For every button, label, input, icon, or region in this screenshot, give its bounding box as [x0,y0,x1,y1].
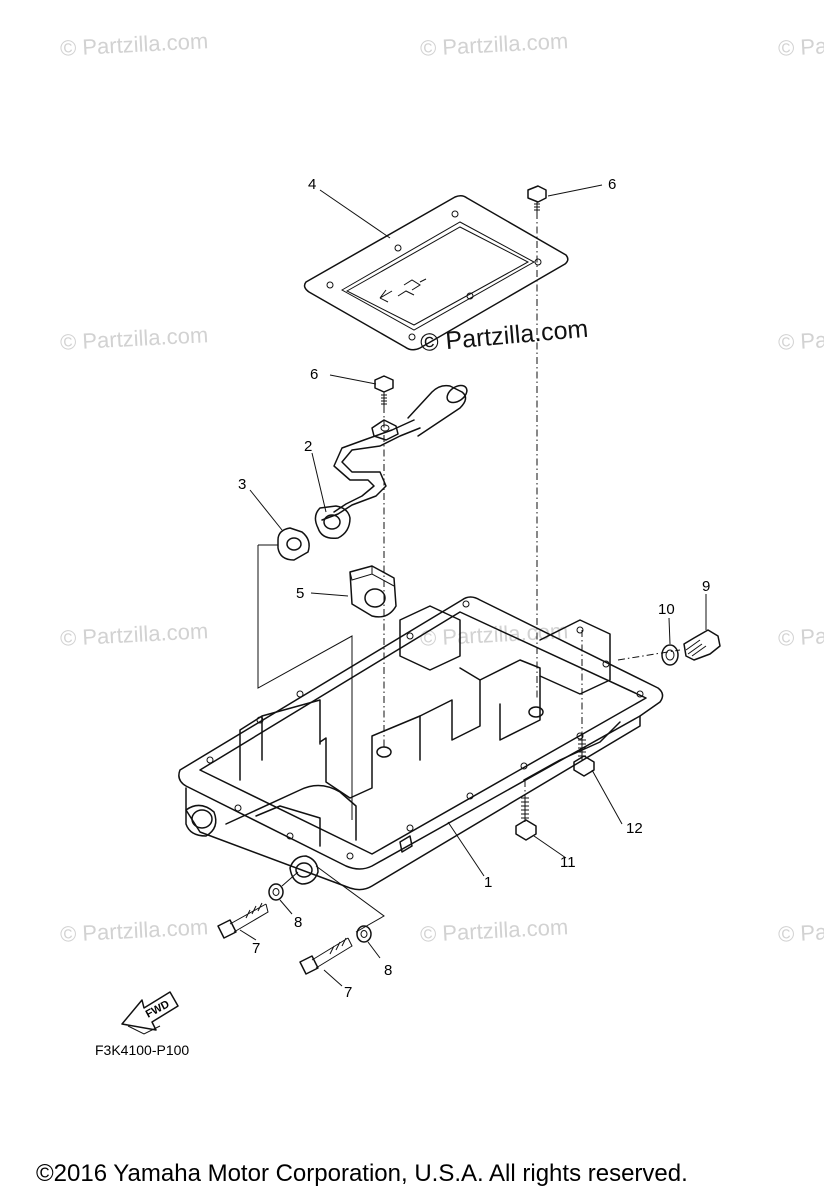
callout-10: 10 [658,601,675,618]
bolt-icon [527,185,547,212]
callout-5: 5 [296,585,305,602]
washer-icon [661,644,679,666]
oil-pipe-part [314,384,468,540]
bolt-icon [217,902,269,939]
callout-12: 12 [626,820,643,837]
callout-8-left: 8 [294,914,303,931]
callout-9: 9 [702,578,711,595]
bolt-icon [374,375,394,406]
bolt-icon [515,794,537,841]
oil-pan-part [178,596,664,891]
fwd-label: FWD [144,998,172,1020]
gasket-part [277,527,310,561]
callout-2: 2 [304,438,313,455]
bolt-icon [573,736,595,777]
cover-plate-part [303,194,569,351]
washer-icon [356,925,372,943]
callout-1: 1 [484,874,493,891]
bolt-icon [299,937,353,975]
grommet-part [349,565,397,618]
drain-bolt-icon [683,629,721,661]
fwd-arrow-icon [121,991,179,1035]
figure-code: F3K4100-P100 [95,1042,190,1058]
callout-7-left: 7 [252,940,261,957]
copyright-notice: ©2016 Yamaha Motor Corporation, U.S.A. A… [36,1160,688,1187]
washer-icon [268,883,284,901]
callout-8-right: 8 [384,962,393,979]
callout-11: 11 [560,854,576,871]
callout-4: 4 [308,176,317,193]
callout-3: 3 [238,476,247,493]
callout-7-right: 7 [344,984,353,1001]
callout-6-mid: 6 [310,366,319,383]
callout-6-top: 6 [608,176,617,193]
